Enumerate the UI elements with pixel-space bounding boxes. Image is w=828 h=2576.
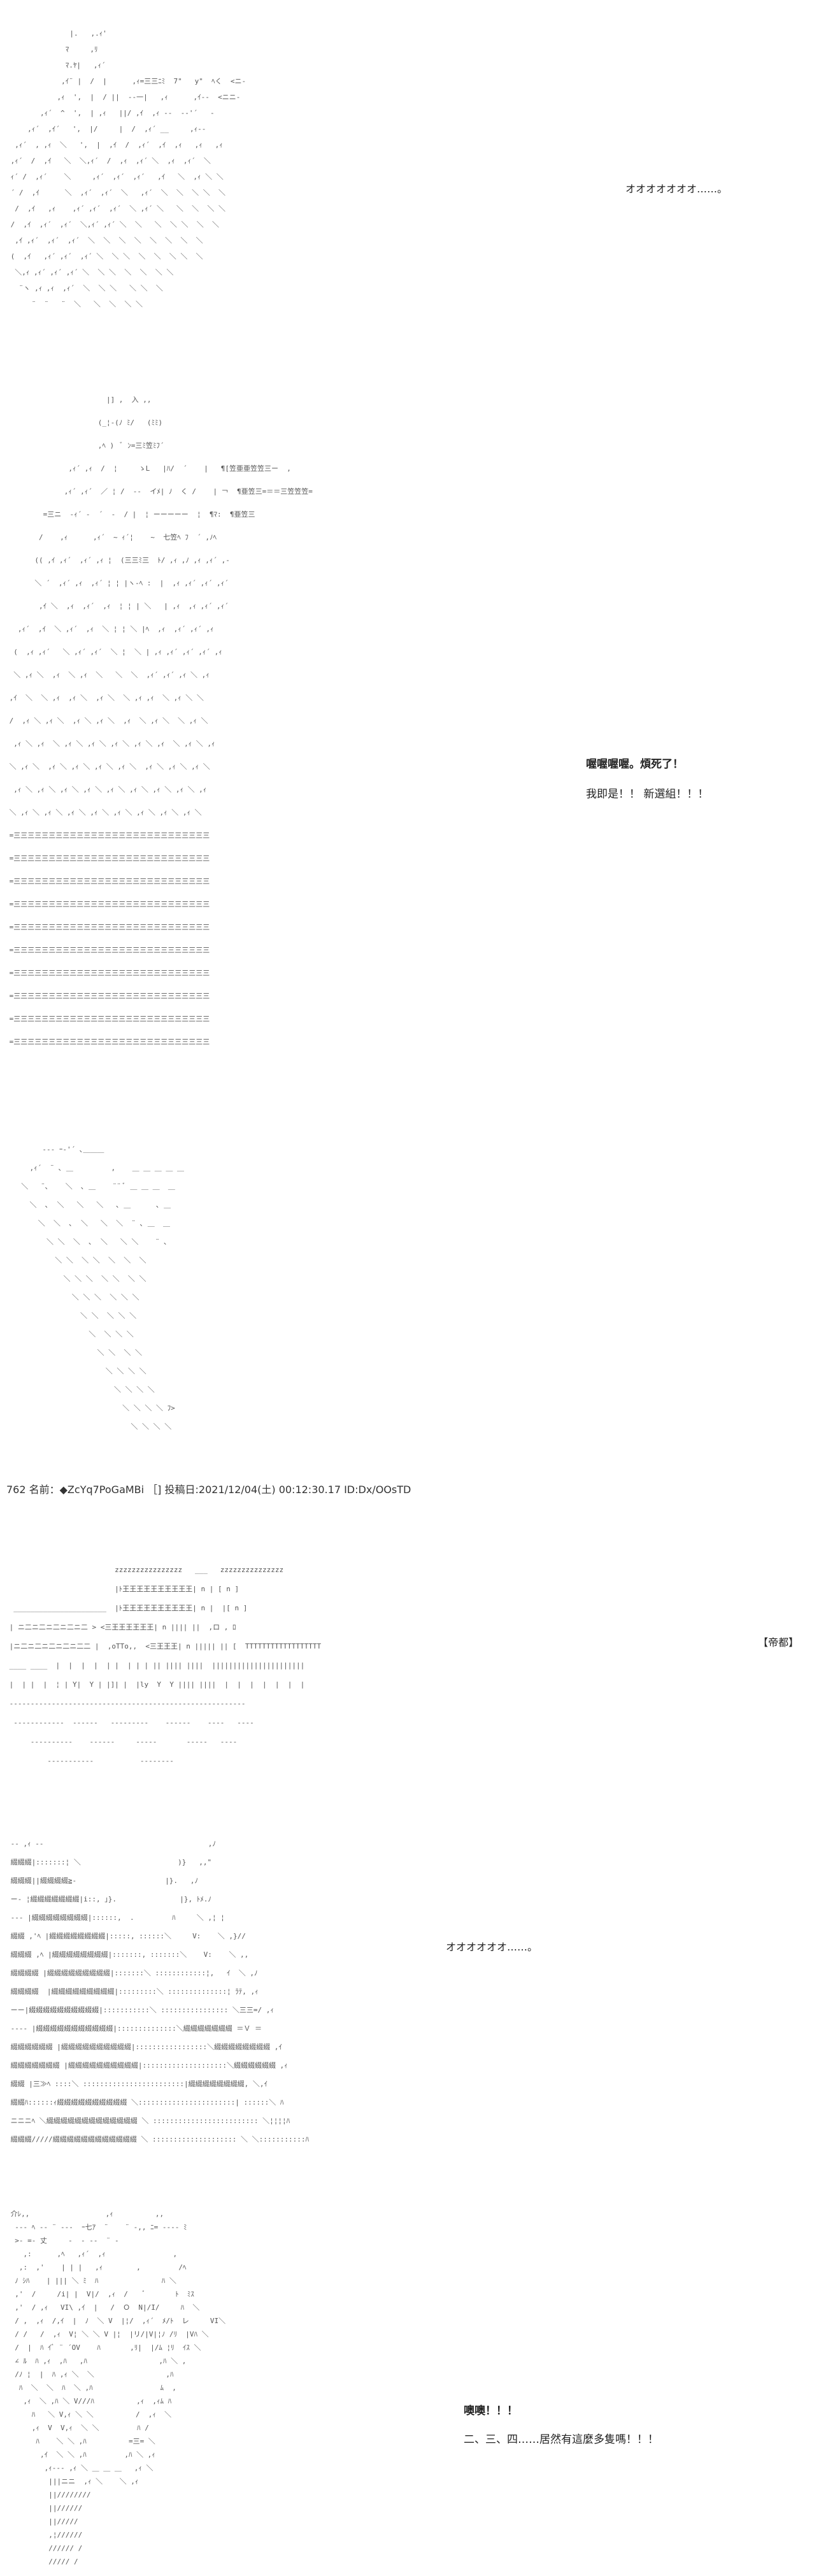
speech-panel-2-line-1: 喔喔喔喔。煩死了！ <box>586 758 683 771</box>
speech-panel-5: オオオオオオ……。 <box>446 1941 538 1953</box>
ascii-art-panel-4: zzzzzzzzzzzzzzzz ___ zzzzzzzzzzzzzzz |ﾄ王… <box>9 1566 322 1765</box>
ascii-art-panel-3: ‐‐‐ ｰ‐'´ ､＿＿＿ ,ｨ´ ¨ ､ ＿ , ＿ ＿ ＿ ＿ ＿ ＼ ¨､… <box>21 1145 185 1431</box>
post-header: 762 名前：◆ZcYq7PoGaMBi ［] 投稿日:2021/12/04(土… <box>6 1484 411 1496</box>
speech-panel-6-line-1: 噢噢！！！ <box>464 2405 518 2417</box>
ascii-art-panel-1: |. ,.ｨ' ﾏ ,ﾘ ﾏ.ﾔ| ,ｨ´ ,ｲ¨ | / | ,ｨ=三三ﾆﾐ … <box>10 29 246 308</box>
speech-panel-6-line-2: 二、三、四……居然有這麼多隻嗎！！！ <box>464 2433 659 2446</box>
speech-panel-2-line-2: 我即是！！ 新選組！！！ <box>586 788 709 801</box>
ascii-art-panel-2: |] , 入 ,, (_¦-(ﾉ ﾐ/ (ﾐﾐ) ,ﾍ ) ﾞ ﾝ=三ﾐ笠ﾐﾌ´… <box>9 396 313 1046</box>
location-label: 【帝都】 <box>758 1636 799 1649</box>
speech-panel-1: オオオオオオオ……。 <box>625 183 728 195</box>
ascii-art-panel-5: ‐‐ ,ｨ ‐‐ ,ﾉ 綴綴綴|:::::::¦ ＼ )} ,," 綴綴綴||綴… <box>10 1840 310 2143</box>
ascii-art-panel-6: 介ﾚ,, ,ｨ ,, ‐‐‐ ﾍ ‐‐ ¨ -‐‐ ｰ七ｱ ¨ ¨ -,, ﾆ=… <box>10 2210 226 2566</box>
